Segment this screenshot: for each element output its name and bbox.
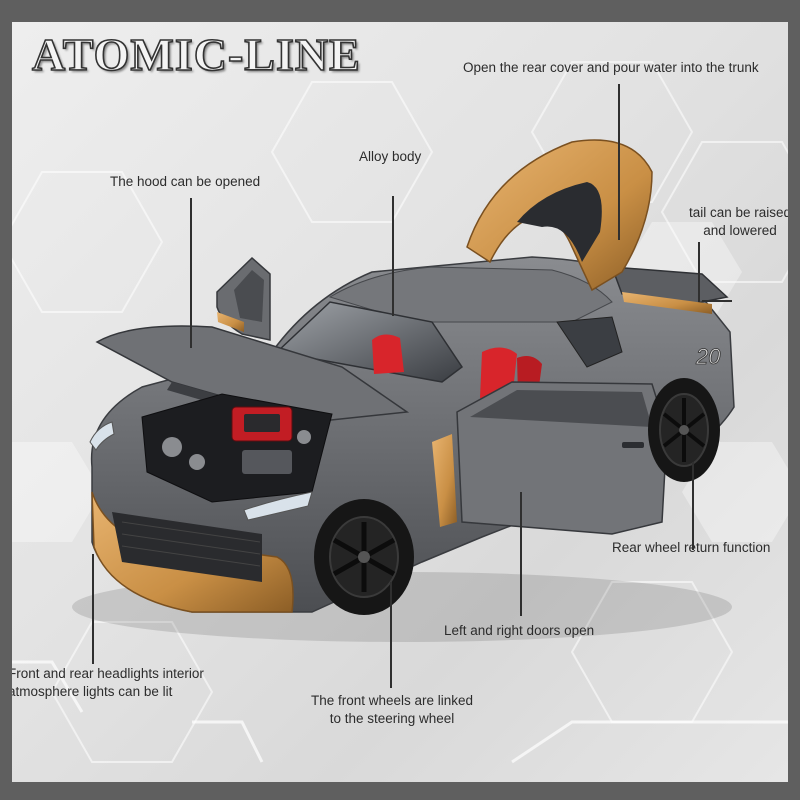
label-rear-wheel: Rear wheel return function [612,540,771,555]
label-tail: tail can be raised and lowered [680,204,788,240]
leader-alloy-body [392,196,394,316]
open-hood [95,325,410,423]
product-panel: 20 ATOMIC-LINE Open the rear cover and p… [12,22,788,782]
left-door-window [234,270,264,322]
leader-hood [190,198,192,348]
grille-mesh [121,521,261,567]
trunk-lid-window [517,182,602,262]
engine-parts [162,430,311,474]
label-headlights-line-2: atmosphere lights can be lit [12,684,173,699]
label-front-wheels-line-1: The front wheels are linked [310,693,474,708]
rear-wheel [648,378,720,482]
headlight-left [89,421,115,451]
label-hood: The hood can be opened [110,174,261,189]
left-door-trim [217,312,244,332]
spoiler-gold-trim [622,292,712,314]
engine-cover-plate [244,414,280,432]
label-front-wheels-line-2: to the steering wheel [329,711,455,726]
leader-tail-vertical [698,242,700,302]
right-door-window-frame [470,390,652,427]
side-gold-accent [432,434,457,527]
car-illustration: 20 [72,139,735,642]
front-wheel [314,499,414,615]
leader-tail-horizontal [702,300,732,302]
leader-front-wheels [390,582,392,688]
label-rear-cover: Open the rear cover and pour water into … [463,60,759,75]
leader-rear-wheel [692,462,694,550]
leader-headlights [92,554,94,664]
headlight-right [243,491,313,521]
label-tail-line-1: tail can be raised [688,205,788,220]
windshield [275,301,464,383]
label-doors: Left and right doors open [444,623,595,638]
rear-side-window [556,316,623,368]
label-alloy-body: Alloy body [359,149,422,164]
label-headlights: Front and rear headlights interior atmos… [12,665,204,701]
model-number-badge: 20 [695,344,721,369]
front-grille [112,512,262,582]
car-roof [328,266,613,323]
label-tail-line-2: and lowered [703,223,777,238]
leader-doors [520,492,522,616]
brand-title: ATOMIC-LINE [31,28,361,81]
label-headlights-line-1: Front and rear headlights interior [12,666,204,681]
door-handle [622,442,644,448]
label-front-wheels: The front wheels are linked to the steer… [311,692,473,728]
leader-rear-cover [618,84,620,240]
front-seat-left [372,334,404,374]
